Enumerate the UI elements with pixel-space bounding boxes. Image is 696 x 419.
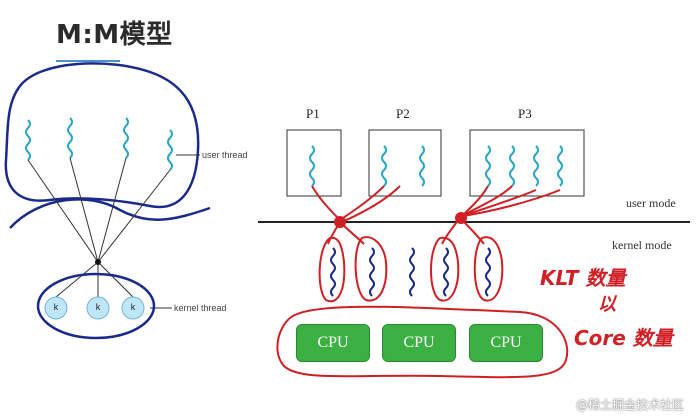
kernel-thread bbox=[330, 247, 336, 297]
kernel-thread bbox=[443, 247, 449, 297]
right-user-threads bbox=[309, 145, 563, 187]
user-mode-label: user mode bbox=[626, 196, 676, 210]
kernel-mode-label: kernel mode bbox=[612, 238, 672, 252]
annotation-klt-count: KLT 数量 bbox=[540, 266, 626, 290]
kernel-thread-circle bbox=[86, 296, 110, 320]
process-label-p3: P3 bbox=[518, 106, 532, 121]
kernel-thread-label: kernel thread bbox=[174, 303, 227, 313]
user-thread bbox=[533, 145, 539, 187]
kernel-thread-k: k bbox=[95, 302, 101, 312]
left-user-threads bbox=[25, 117, 173, 171]
cpu-box: CPU bbox=[296, 324, 370, 362]
annotation-core-count: Core 数量 bbox=[574, 326, 673, 350]
red-hub-dot bbox=[455, 212, 467, 224]
annotation-vs: 以 bbox=[598, 294, 616, 315]
kernel-thread-k: k bbox=[53, 302, 59, 312]
page-title: M:M模型 bbox=[56, 20, 173, 50]
cpu-box: CPU bbox=[382, 324, 456, 362]
process-label-p2: P2 bbox=[396, 106, 410, 121]
klt-oval bbox=[430, 236, 460, 302]
user-thread bbox=[485, 145, 491, 187]
hub-dot bbox=[95, 259, 101, 265]
kernel-thread bbox=[369, 247, 375, 297]
user-thread bbox=[67, 117, 73, 159]
process-label-p1: P1 bbox=[306, 106, 320, 121]
user-thread bbox=[309, 145, 315, 187]
process-box-p2 bbox=[368, 129, 442, 197]
kernel-threads-outline bbox=[36, 272, 156, 340]
kernel-thread bbox=[409, 247, 415, 297]
klt-oval bbox=[354, 236, 388, 302]
right-mm-diagram bbox=[258, 129, 690, 379]
user-thread bbox=[509, 145, 515, 187]
user-thread bbox=[557, 145, 563, 187]
kernel-thread-circle bbox=[121, 296, 145, 320]
title-underline bbox=[56, 60, 120, 62]
process-box-p3 bbox=[469, 129, 585, 197]
left-connection-lines bbox=[27, 157, 171, 298]
left-mm-diagram bbox=[4, 62, 211, 340]
klt-oval bbox=[318, 236, 346, 303]
kernel-thread bbox=[485, 247, 491, 297]
user-thread bbox=[167, 129, 173, 171]
kernel-thread-circle bbox=[44, 296, 68, 320]
cpu-box: CPU bbox=[469, 324, 543, 362]
user-thread bbox=[381, 145, 387, 187]
user-thread bbox=[25, 119, 31, 161]
user-space-cloud-outline bbox=[4, 62, 200, 209]
user-thread bbox=[123, 117, 129, 159]
watermark: @稀土掘金技术社区 bbox=[575, 398, 684, 412]
klt-oval bbox=[473, 236, 504, 302]
cpu-group-outline bbox=[276, 305, 569, 379]
user-thread bbox=[419, 145, 425, 187]
red-hub-dot bbox=[334, 216, 346, 228]
kernel-thread-k: k bbox=[130, 302, 136, 312]
user-thread-label: user thread bbox=[202, 150, 248, 160]
process-box-p1 bbox=[286, 129, 342, 197]
boundary-curve bbox=[9, 198, 211, 229]
